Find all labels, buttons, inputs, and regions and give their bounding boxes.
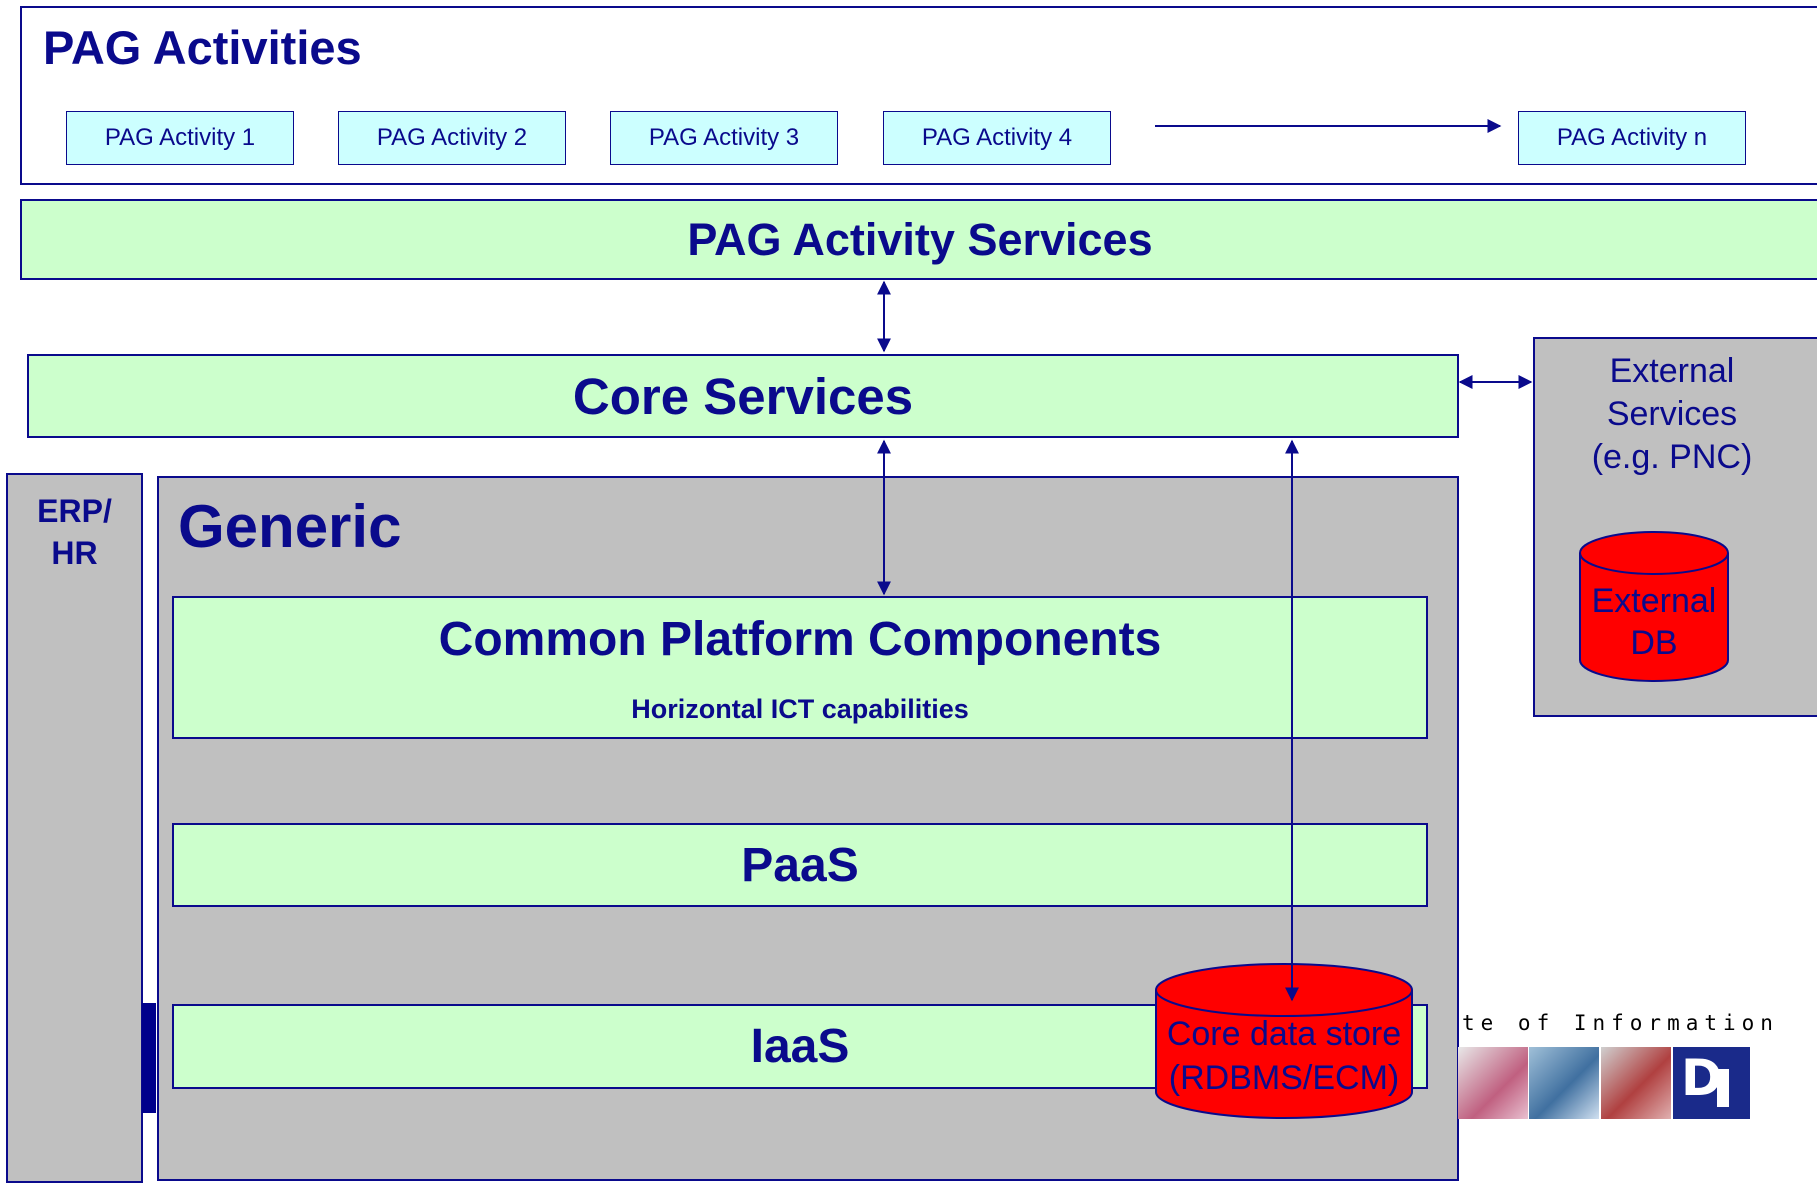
erp-hr-panel <box>6 473 143 1183</box>
common-platform-components-title: Common Platform Components <box>438 613 1162 666</box>
core-services-bar: Core Services <box>27 354 1459 438</box>
generic-title: Generic <box>178 493 402 560</box>
pag-activity-n-box: PAG Activity n <box>1518 111 1746 165</box>
external-services-line-2: Services <box>1606 395 1738 433</box>
external-services-line-3: (e.g. PNC) <box>1591 438 1753 476</box>
watermark-text: te of Information <box>1462 1011 1779 1035</box>
core-data-store-label: Core data store (RDBMS/ECM) <box>1150 1012 1418 1100</box>
external-services-line-1: External <box>1609 352 1735 390</box>
pag-activities-title: PAG Activities <box>43 21 362 74</box>
erp-hr-label: ERP/ HR <box>6 490 143 574</box>
core-data-store-line-1: Core data store <box>1166 1015 1402 1053</box>
external-db-line-2: DB <box>1630 624 1678 662</box>
hr-label: HR <box>51 535 98 571</box>
di-logo-glyph: D <box>1681 1049 1723 1107</box>
external-db-label: External DB <box>1580 580 1728 664</box>
hand-logo-tile <box>1529 1047 1599 1119</box>
erp-label: ERP/ <box>37 493 112 529</box>
di-logo-tile: D <box>1673 1047 1750 1119</box>
external-db-cylinder <box>1579 531 1729 682</box>
ear-logo-tile <box>1601 1047 1671 1119</box>
common-platform-components-box: Common Platform Components Horizontal IC… <box>172 596 1428 739</box>
core-data-store-cylinder <box>1155 963 1413 1119</box>
core-data-store-line-2: (RDBMS/ECM) <box>1168 1059 1400 1097</box>
external-db-line-1: External <box>1591 582 1717 620</box>
pag-activity-2-box: PAG Activity 2 <box>338 111 566 165</box>
pag-activity-4-box: PAG Activity 4 <box>883 111 1111 165</box>
eye-logo-tile <box>1458 1047 1528 1119</box>
di-logo-i <box>1717 1069 1729 1107</box>
paas-bar: PaaS <box>172 823 1428 907</box>
common-platform-components-subtitle: Horizontal ICT capabilities <box>631 694 969 724</box>
pag-activity-3-box: PAG Activity 3 <box>610 111 838 165</box>
pag-activity-services-bar: PAG Activity Services <box>20 199 1817 280</box>
logo-fragment-strip <box>142 1003 156 1113</box>
external-services-label: External Services (e.g. PNC) <box>1533 350 1811 479</box>
pag-activity-1-box: PAG Activity 1 <box>66 111 294 165</box>
